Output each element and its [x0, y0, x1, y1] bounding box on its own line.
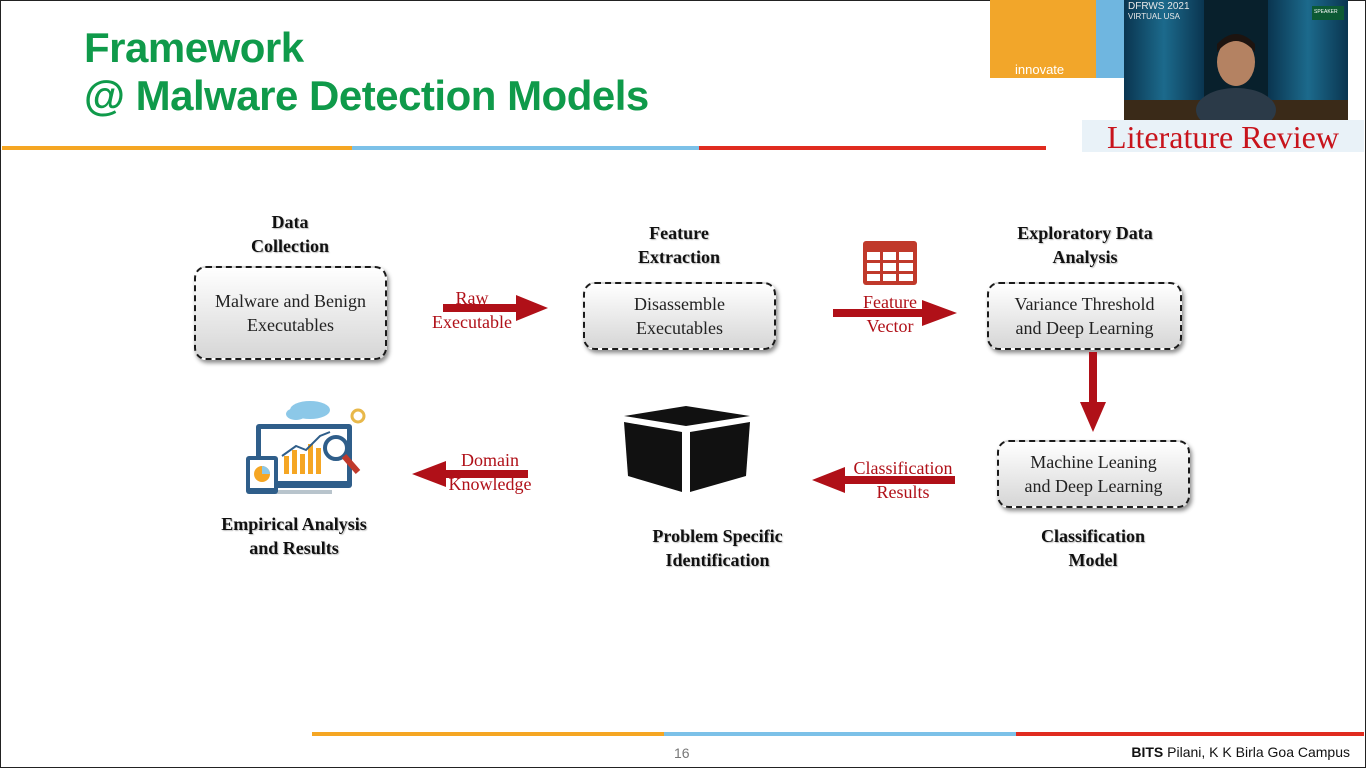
bottom-bar-blue	[664, 732, 1016, 736]
logo-text: innovate	[1015, 62, 1065, 77]
box-ml-dl: Machine Leaning and Deep Learning	[997, 440, 1190, 508]
arrow-classification-results	[812, 467, 955, 493]
slide-title: Framework @ Malware Detection Models	[84, 24, 649, 120]
logo-tile-orange	[990, 0, 1096, 78]
speaker-badge: SPEAKER	[1314, 9, 1338, 15]
edge-label-domain-knowledge: Domain Knowledge	[448, 450, 532, 494]
analytics-icon	[246, 401, 366, 494]
stage-label-data-collection: Data Collection	[251, 212, 329, 256]
title-line-2: @ Malware Detection Models	[84, 72, 649, 119]
box-variance-threshold: Variance Threshold and Deep Learning	[987, 282, 1182, 350]
bottom-bar-orange	[312, 732, 664, 736]
box-disassemble: Disassemble Executables	[583, 282, 776, 350]
stage-label-problem: Problem Specific Identification	[652, 526, 783, 570]
stage-label-empirical: Empirical Analysis and Results	[221, 514, 367, 558]
edge-label-classification-results: Classification Results	[853, 458, 953, 502]
stage-label-feature-extraction: Feature Extraction	[638, 223, 720, 267]
table-icon	[863, 241, 917, 285]
section-label: Literature Review	[1082, 120, 1364, 154]
logo-tile-blue	[1096, 0, 1124, 78]
stage-label-eda: Exploratory Data Analysis	[1017, 223, 1153, 267]
arrow-eda-to-classification	[1080, 352, 1106, 432]
top-bar-blue	[352, 146, 699, 150]
box-icon	[624, 406, 750, 492]
top-bar-orange	[2, 146, 352, 150]
arrow-feature-vector	[833, 300, 957, 326]
edge-label-raw-executable: Raw Executable	[432, 288, 512, 332]
stage-label-classification: Classification Model	[1040, 526, 1145, 570]
arrow-raw-executable	[443, 295, 548, 321]
top-bar-red	[699, 146, 1046, 150]
arrow-domain-knowledge	[412, 461, 528, 487]
bottom-bar-red	[1016, 732, 1364, 736]
title-line-1: Framework	[84, 24, 304, 71]
footer-campus: Pilani, K K Birla Goa Campus	[1163, 744, 1350, 760]
event-logo: DFRWS 2021 VIRTUAL USA	[1128, 2, 1190, 22]
event-name: DFRWS 2021	[1128, 1, 1190, 12]
edge-label-feature-vector: Feature Vector	[863, 292, 917, 336]
box-malware-benign: Malware and Benign Executables	[194, 266, 387, 360]
footer-institution: BITS Pilani, K K Birla Goa Campus	[1131, 744, 1350, 760]
footer-brand: BITS	[1131, 744, 1164, 760]
event-subtitle: VIRTUAL USA	[1128, 12, 1181, 21]
page-number: 16	[674, 745, 690, 761]
